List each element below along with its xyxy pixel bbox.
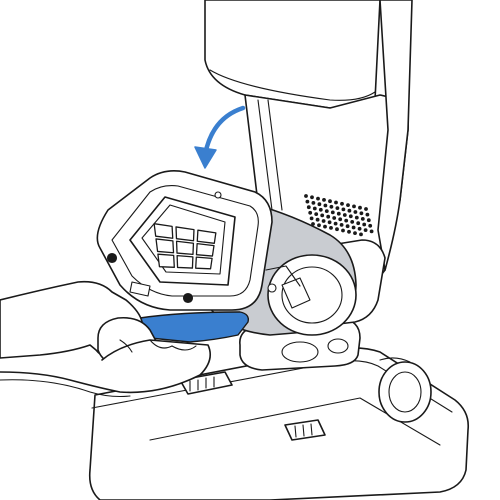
floor-head-inner-ridge — [149, 397, 441, 446]
filter-latch — [129, 281, 151, 297]
vent-hole — [306, 205, 311, 210]
vent-hole — [316, 196, 320, 201]
vent-hole — [359, 211, 364, 216]
vent-hole — [317, 202, 322, 207]
dust-container-blue-seal — [139, 311, 250, 343]
vent-hole — [340, 201, 344, 206]
vent-hole — [326, 214, 331, 219]
floor-head-slot-left — [179, 371, 233, 395]
vent-hole — [312, 206, 317, 211]
vent-hole — [353, 231, 357, 236]
vent-hole — [357, 226, 362, 231]
vent-hole — [311, 222, 315, 226]
filter-grid-cell — [153, 223, 174, 239]
vent-hole — [368, 223, 373, 228]
filter-grid — [153, 223, 217, 270]
filter-screw-left — [106, 252, 118, 264]
vent-hole — [348, 214, 353, 219]
vacuum-vent-grille — [304, 194, 374, 237]
vent-hole — [363, 228, 368, 233]
vent-hole — [332, 216, 337, 220]
floor-head-slot-right — [284, 419, 326, 441]
filter-cartridge — [96, 170, 273, 311]
vent-hole — [323, 203, 328, 208]
vent-hole — [309, 216, 314, 221]
vent-hole — [315, 217, 320, 222]
filter-grid-cell — [155, 238, 175, 254]
vent-hole — [366, 218, 371, 223]
vent-hole — [359, 232, 363, 237]
vacuum-column-rear-panel — [377, 0, 413, 271]
vent-hole — [323, 224, 327, 229]
vent-hole — [354, 215, 359, 220]
curved-arrow-icon — [194, 105, 246, 169]
vent-hole — [362, 222, 367, 227]
vacuum-upper-housing — [204, 0, 381, 110]
vent-hole — [329, 204, 334, 209]
vent-hole — [336, 211, 341, 216]
vent-hole — [318, 207, 323, 212]
vent-hole — [327, 220, 332, 225]
vent-hole — [342, 213, 347, 217]
hand — [0, 280, 211, 398]
vent-hole — [339, 223, 344, 227]
filter-grid-cell — [195, 243, 215, 257]
floor-head — [88, 317, 470, 500]
vent-hole — [328, 199, 332, 204]
filter-grid-cell — [175, 240, 195, 256]
filter-screw-bottom — [182, 292, 194, 304]
filter-grid-cell — [176, 255, 194, 269]
vent-hole — [304, 194, 308, 198]
vent-hole — [352, 204, 356, 209]
vent-hole — [324, 209, 329, 214]
vent-hole — [353, 210, 358, 214]
dust-container-end-cap — [265, 254, 357, 336]
vent-hole — [358, 205, 362, 210]
vent-hole — [335, 206, 340, 211]
vent-hole — [365, 212, 370, 217]
vent-hole — [322, 198, 326, 202]
vent-hole — [347, 229, 351, 234]
vent-hole — [311, 201, 316, 205]
vent-hole — [347, 208, 352, 213]
vent-hole — [308, 210, 313, 215]
filter-screw-top — [214, 191, 222, 199]
vent-hole — [335, 227, 339, 232]
vent-hole — [305, 199, 310, 204]
vent-hole — [356, 221, 361, 226]
filter-grid-cell — [196, 229, 217, 244]
filter-grid-cell — [175, 226, 195, 242]
vent-hole — [338, 217, 343, 222]
vent-hole — [329, 226, 333, 230]
vent-hole — [364, 207, 368, 211]
vent-hole — [344, 218, 349, 223]
vent-hole — [345, 224, 350, 229]
vent-hole — [360, 217, 365, 221]
vent-hole — [330, 210, 335, 215]
vent-hole — [320, 213, 325, 218]
vent-hole — [317, 223, 321, 228]
vent-hole — [369, 229, 374, 234]
vent-hole — [341, 207, 346, 212]
floor-head-wheel — [378, 357, 432, 423]
vent-hole — [334, 200, 338, 205]
vent-hole — [333, 221, 338, 226]
vent-hole — [310, 195, 314, 200]
vent-hole — [346, 203, 350, 208]
vent-hole — [321, 219, 326, 223]
vent-hole — [350, 220, 355, 224]
filter-grid-cell — [195, 256, 213, 270]
vent-hole — [341, 228, 345, 233]
filter-grid-cell — [157, 253, 175, 268]
vent-hole — [351, 225, 356, 230]
vent-hole — [314, 212, 319, 217]
